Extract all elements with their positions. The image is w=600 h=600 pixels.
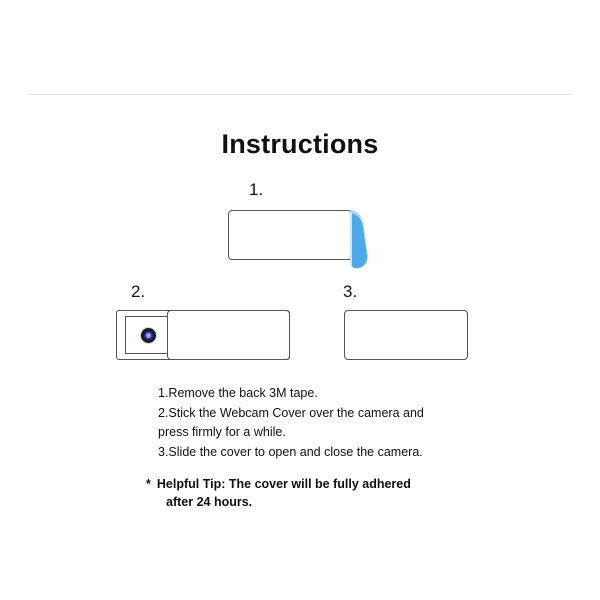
- tip-text-2: after 24 hours.: [166, 495, 253, 509]
- tape-peel-icon: [347, 210, 369, 269]
- page-title: Instructions: [221, 129, 379, 159]
- instruction-line-1: 1.Remove the back 3M tape.: [158, 386, 318, 400]
- step-2-sliding-cover: [167, 310, 290, 360]
- top-divider: [28, 94, 572, 95]
- instruction-line-2: 2.Stick the Webcam Cover over the camera…: [158, 405, 424, 420]
- camera-lens-icon: [141, 328, 156, 343]
- tip-label: Helpful Tip: [156, 477, 222, 491]
- step-1-number: 1.: [249, 180, 264, 199]
- helpful-tip: * Helpful Tip: The cover will be fully ad…: [146, 475, 411, 511]
- step-2-number: 2.: [131, 282, 146, 301]
- tip-text-1: : The cover will be fully adhered: [221, 477, 411, 491]
- instruction-line-4: 3.Slide the cover to open and close the …: [158, 444, 423, 459]
- step-3-number: 3.: [343, 282, 358, 301]
- step-3-closed-cover: [344, 310, 468, 360]
- step-1-cover-card: [228, 210, 353, 260]
- camera-window: [125, 316, 170, 354]
- instruction-line-3: press firmly for a while.: [158, 425, 286, 439]
- tip-star-icon: *: [146, 477, 151, 491]
- instructions-list: 1.Remove the back 3M tape. 2.Stick the W…: [158, 384, 424, 462]
